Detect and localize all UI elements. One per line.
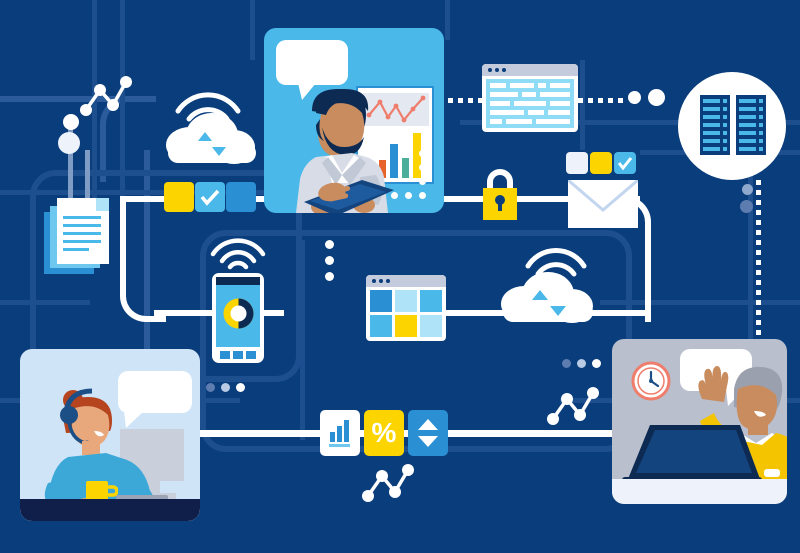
connector-line bbox=[748, 150, 753, 410]
presenter-video-card[interactable] bbox=[264, 28, 444, 213]
sparkline-bottom-right-icon bbox=[547, 387, 599, 425]
connector-node bbox=[63, 114, 79, 130]
connector-line bbox=[300, 240, 305, 440]
route-corner bbox=[120, 196, 166, 322]
card-dot-accent bbox=[405, 192, 412, 199]
connector-line bbox=[120, 0, 125, 200]
checkbox-yellow[interactable] bbox=[590, 152, 612, 174]
percent-button[interactable]: % bbox=[364, 410, 404, 456]
connector-line bbox=[460, 120, 800, 125]
connector-line bbox=[600, 300, 800, 305]
bar bbox=[402, 158, 409, 178]
connector-line bbox=[0, 300, 90, 305]
sparkline-top-left-icon bbox=[80, 76, 132, 116]
remote-desk bbox=[612, 479, 787, 504]
board-line-chart bbox=[363, 93, 429, 126]
route-line bbox=[400, 430, 412, 437]
connector-node bbox=[58, 132, 80, 154]
browser-titlebar bbox=[482, 64, 578, 76]
sort-updown-button[interactable] bbox=[408, 410, 448, 456]
route-line bbox=[448, 430, 620, 437]
remote-laptop bbox=[622, 425, 762, 484]
window-dot bbox=[488, 68, 492, 72]
checkbox-checked-cyan[interactable] bbox=[195, 182, 225, 212]
checkbox-yellow[interactable] bbox=[164, 182, 194, 212]
tile[interactable] bbox=[420, 290, 442, 312]
speech-bubble-tail bbox=[124, 411, 144, 428]
smartphone-analytics-icon bbox=[198, 218, 278, 363]
presenter-speech-bubble bbox=[276, 40, 348, 85]
card-dot-accent bbox=[419, 178, 426, 185]
documents-stack-icon bbox=[44, 198, 124, 278]
bar bbox=[413, 133, 421, 178]
presenter-tablet bbox=[304, 180, 394, 213]
route-line bbox=[356, 430, 370, 437]
sparkline-bottom-center-icon bbox=[362, 464, 414, 502]
connector-node bbox=[742, 184, 753, 195]
window-dot bbox=[379, 279, 383, 283]
bar bbox=[379, 160, 386, 178]
connector-node bbox=[740, 200, 753, 213]
padlock-secure-icon bbox=[478, 166, 522, 224]
connector-node bbox=[628, 91, 641, 104]
route-line bbox=[180, 430, 340, 437]
connector-line bbox=[445, 0, 450, 40]
checkbox-checked-cyan[interactable] bbox=[614, 152, 636, 174]
card-dot-accent bbox=[419, 150, 426, 157]
cloud-sync-left-icon bbox=[160, 65, 265, 165]
connector-line bbox=[0, 96, 120, 102]
card-dot-accent bbox=[419, 192, 426, 199]
route-line bbox=[440, 196, 640, 202]
cloud-sync-right-icon bbox=[498, 228, 603, 328]
tile[interactable] bbox=[370, 315, 392, 337]
checkbox-white[interactable] bbox=[566, 152, 588, 174]
presenter-hand bbox=[318, 182, 351, 202]
connector-corner bbox=[100, 96, 156, 182]
dotted-connector bbox=[578, 98, 626, 103]
server-racks-circle bbox=[678, 72, 786, 180]
tile[interactable] bbox=[420, 315, 442, 337]
browser-content bbox=[486, 79, 574, 128]
card-dot-accent bbox=[391, 192, 398, 199]
connector-line bbox=[0, 190, 300, 195]
server-racks-icon bbox=[700, 95, 766, 155]
wall-clock-icon bbox=[631, 361, 671, 401]
agent-person bbox=[44, 388, 158, 503]
remote-worker-video-card[interactable] bbox=[612, 339, 787, 504]
window-dot bbox=[502, 68, 506, 72]
dotted-connector bbox=[448, 98, 484, 103]
connector-line bbox=[580, 60, 585, 150]
dotted-connector-vertical bbox=[756, 180, 761, 480]
browser-window-tiles[interactable] bbox=[366, 275, 446, 341]
route-line bbox=[236, 196, 276, 202]
agent-video-card[interactable] bbox=[20, 349, 200, 521]
checkbox-blue[interactable] bbox=[226, 182, 256, 212]
speech-bubble-tail bbox=[298, 83, 316, 100]
coffee-mug bbox=[86, 481, 118, 503]
email-envelope-icon bbox=[567, 178, 639, 228]
bar-chart-button[interactable] bbox=[320, 410, 360, 456]
tile[interactable] bbox=[370, 290, 392, 312]
card-dot-accent bbox=[419, 164, 426, 171]
presentation-board bbox=[356, 86, 434, 184]
agent-desk bbox=[20, 499, 200, 521]
browser-titlebar bbox=[366, 275, 446, 287]
tile[interactable] bbox=[395, 290, 417, 312]
window-dot bbox=[495, 68, 499, 72]
tile[interactable] bbox=[395, 315, 417, 337]
window-dot bbox=[372, 279, 376, 283]
window-dot bbox=[386, 279, 390, 283]
bar bbox=[390, 144, 398, 178]
connector-node bbox=[648, 89, 665, 106]
route-line bbox=[85, 150, 90, 240]
connector-line bbox=[250, 0, 255, 60]
agent-speech-bubble bbox=[118, 371, 192, 413]
connector-line bbox=[144, 150, 150, 380]
browser-window-text[interactable] bbox=[482, 64, 578, 132]
route-line bbox=[68, 120, 73, 230]
